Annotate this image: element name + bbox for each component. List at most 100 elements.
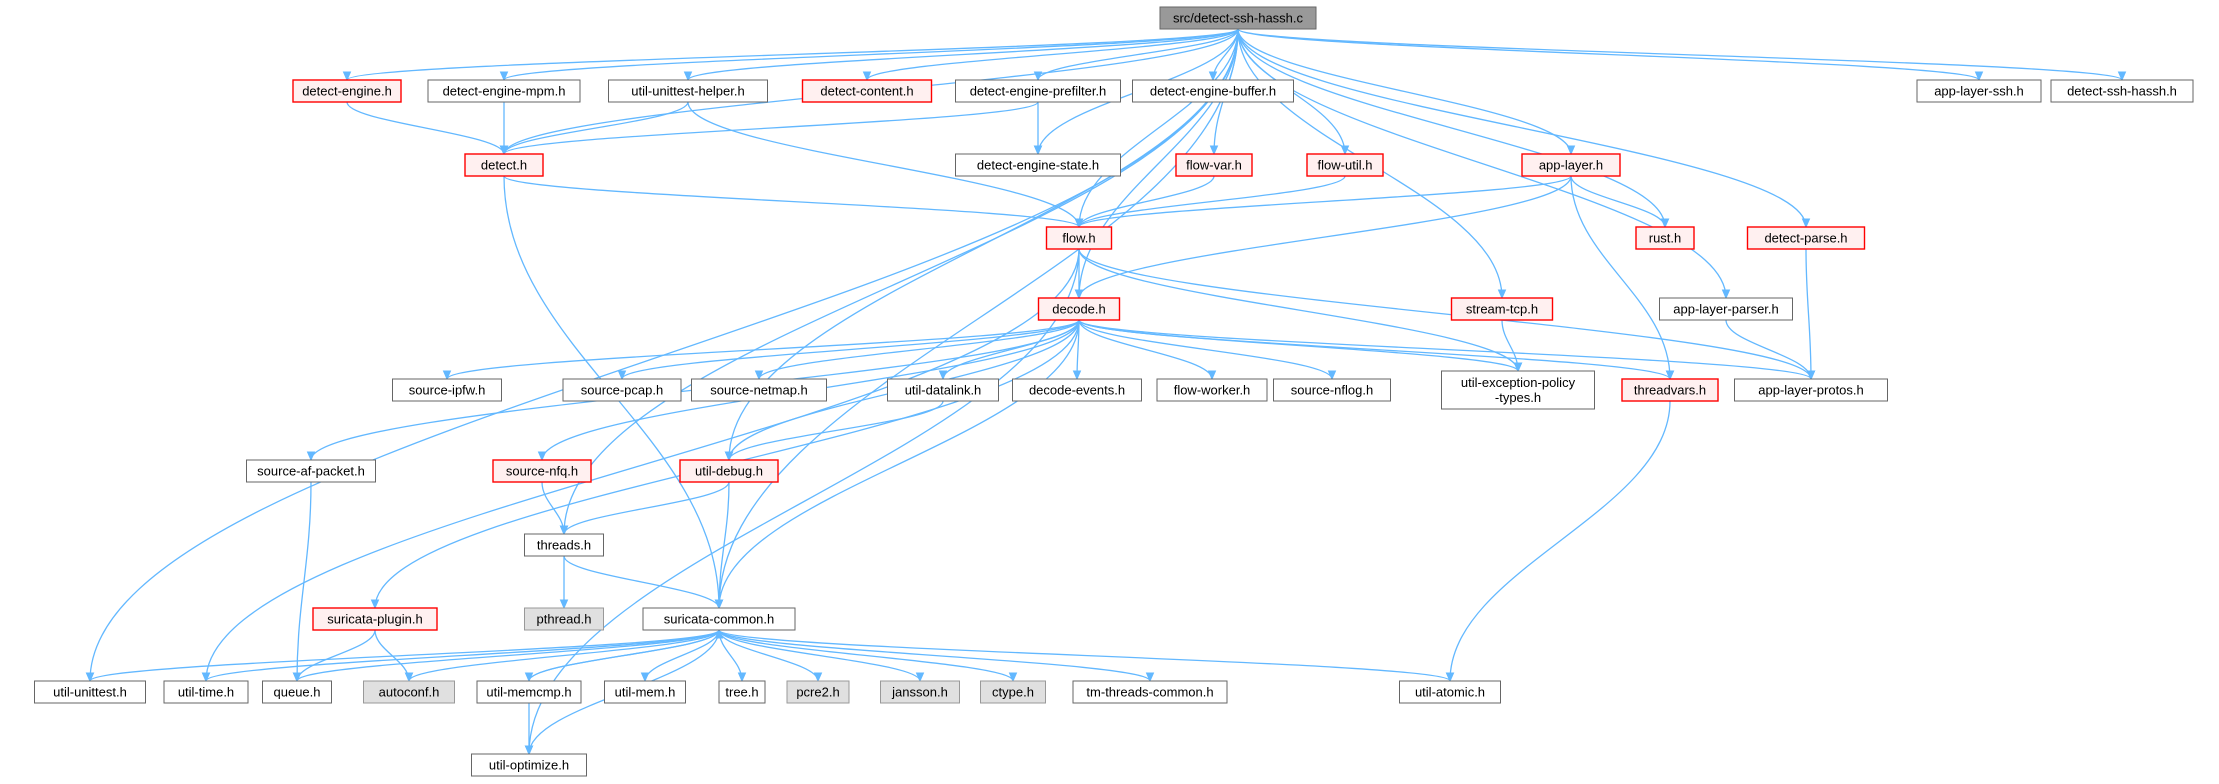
node-pthread[interactable]: pthread.h <box>524 607 604 631</box>
edge-threads-to-pthread <box>559 555 569 610</box>
node-detect-engine-prefilter[interactable]: detect-engine-prefilter.h <box>955 79 1121 103</box>
node-util-mem[interactable]: util-mem.h <box>604 680 686 704</box>
node-label: rust.h <box>1649 231 1682 246</box>
node-source-netmap[interactable]: source-netmap.h <box>691 378 827 402</box>
node-tree[interactable]: tree.h <box>718 680 766 704</box>
node-flow-worker[interactable]: flow-worker.h <box>1156 378 1268 402</box>
node-label: src/detect-ssh-hassh.c <box>1173 11 1304 26</box>
node-label: stream-tcp.h <box>1466 302 1538 317</box>
node-label: tm-threads-common.h <box>1086 685 1213 700</box>
node-tm-threads-common[interactable]: tm-threads-common.h <box>1072 680 1228 704</box>
node-label: source-nflog.h <box>1291 383 1373 398</box>
node-util-unittest-helper[interactable]: util-unittest-helper.h <box>608 79 768 103</box>
node-util-time[interactable]: util-time.h <box>163 680 249 704</box>
node-app-layer-ssh[interactable]: app-layer-ssh.h <box>1916 79 2042 103</box>
node-rust[interactable]: rust.h <box>1635 226 1695 250</box>
node-label: ctype.h <box>992 685 1034 700</box>
node-label: flow-worker.h <box>1174 383 1251 398</box>
edge-app_layer-to-flow <box>1074 175 1572 229</box>
node-app-layer-parser[interactable]: app-layer-parser.h <box>1659 297 1793 321</box>
edge-decode-to-source_nflog <box>1078 319 1337 381</box>
edge-util_debug-to-threads <box>559 481 730 536</box>
edge-root-to-app_layer_parser <box>1237 28 1731 300</box>
node-threads[interactable]: threads.h <box>524 533 604 557</box>
node-label: app-layer.h <box>1539 158 1603 173</box>
node-util-exception-policy-types[interactable]: util-exception-policy-types.h <box>1441 370 1595 410</box>
node-queue[interactable]: queue.h <box>262 680 332 704</box>
node-detect-engine[interactable]: detect-engine.h <box>292 79 402 103</box>
node-label: detect-engine-prefilter.h <box>970 84 1107 99</box>
node-decode-events[interactable]: decode-events.h <box>1012 378 1142 402</box>
node-detect[interactable]: detect.h <box>464 153 544 177</box>
node-decode[interactable]: decode.h <box>1037 297 1121 321</box>
node-label: pthread.h <box>537 612 592 627</box>
node-label: detect.h <box>481 158 527 173</box>
node-label: pcre2.h <box>796 685 839 700</box>
node-pcre2[interactable]: pcre2.h <box>786 680 850 704</box>
edge-app_layer-to-decode <box>1074 175 1572 300</box>
node-jansson[interactable]: jansson.h <box>880 680 960 704</box>
node-label: suricata-common.h <box>664 612 775 627</box>
edge-suricata_common-to-util_atomic <box>718 629 1455 683</box>
node-detect-engine-mpm[interactable]: detect-engine-mpm.h <box>427 79 581 103</box>
node-label: detect-ssh-hassh.h <box>2067 84 2177 99</box>
edge-util_memcmp-to-util_optimize <box>524 703 534 756</box>
node-flow-util[interactable]: flow-util.h <box>1306 153 1384 177</box>
node-label: util-memcmp.h <box>486 685 571 700</box>
edge-app_layer_parser-to-app_layer_protos <box>1725 319 1816 381</box>
edges-layer <box>85 28 2127 756</box>
node-source-nflog[interactable]: source-nflog.h <box>1273 378 1391 402</box>
node-app-layer-protos[interactable]: app-layer-protos.h <box>1734 378 1888 402</box>
node-threadvars[interactable]: threadvars.h <box>1621 378 1719 402</box>
node-flow[interactable]: flow.h <box>1045 226 1113 250</box>
edge-root-to-threads <box>559 28 1239 536</box>
node-label: detect-engine-mpm.h <box>443 84 566 99</box>
node-label: decode-events.h <box>1029 383 1125 398</box>
node-ctype[interactable]: ctype.h <box>980 680 1046 704</box>
node-util-optimize[interactable]: util-optimize.h <box>471 753 587 777</box>
node-app-layer[interactable]: app-layer.h <box>1521 153 1621 177</box>
node-util-atomic[interactable]: util-atomic.h <box>1399 680 1501 704</box>
node-detect-ssh-hassh[interactable]: detect-ssh-hassh.h <box>2050 79 2194 103</box>
edge-root-to-detect_engine <box>342 28 1239 82</box>
node-util-memcmp[interactable]: util-memcmp.h <box>476 680 582 704</box>
node-source-pcap[interactable]: source-pcap.h <box>562 378 682 402</box>
edge-decode-to-flow_worker <box>1078 319 1217 381</box>
node-flow-var[interactable]: flow-var.h <box>1175 153 1253 177</box>
node-util-unittest[interactable]: util-unittest.h <box>34 680 146 704</box>
node-label: queue.h <box>274 685 321 700</box>
node-label: source-af-packet.h <box>257 464 365 479</box>
node-label: util-optimize.h <box>489 758 569 773</box>
node-source-ipfw[interactable]: source-ipfw.h <box>392 378 502 402</box>
node-label: detect-engine.h <box>302 84 392 99</box>
node-label: detect-parse.h <box>1764 231 1847 246</box>
node-util-debug[interactable]: util-debug.h <box>679 459 779 483</box>
edge-root-to-util_unittest_helper <box>683 28 1239 82</box>
node-suricata-common[interactable]: suricata-common.h <box>642 607 796 631</box>
node-label: detect-engine-state.h <box>977 158 1099 173</box>
node-source-af-packet[interactable]: source-af-packet.h <box>246 459 376 483</box>
node-source-nfq[interactable]: source-nfq.h <box>492 459 592 483</box>
edge-app_layer-to-threadvars <box>1570 175 1675 381</box>
node-detect-content[interactable]: detect-content.h <box>801 79 933 103</box>
node-label: threadvars.h <box>1634 383 1706 398</box>
node-stream-tcp[interactable]: stream-tcp.h <box>1450 297 1554 321</box>
node-root[interactable]: src/detect-ssh-hassh.c <box>1159 6 1317 30</box>
node-detect-engine-state[interactable]: detect-engine-state.h <box>955 153 1121 177</box>
node-label: detect-engine-buffer.h <box>1150 84 1276 99</box>
edge-root-to-app_layer_ssh <box>1237 28 1984 82</box>
node-label: jansson.h <box>891 685 948 700</box>
node-label: flow-util.h <box>1318 158 1373 173</box>
edge-flow_util-to-flow <box>1074 175 1346 229</box>
edge-decode-to-app_layer_protos <box>1078 319 1816 381</box>
node-detect-parse[interactable]: detect-parse.h <box>1746 226 1866 250</box>
edge-root-to-suricata_common <box>714 28 1239 610</box>
node-label: util-exception-policy-types.h <box>1461 375 1576 405</box>
node-suricata-plugin[interactable]: suricata-plugin.h <box>312 607 438 631</box>
node-autoconf[interactable]: autoconf.h <box>363 680 455 704</box>
node-util-datalink[interactable]: util-datalink.h <box>887 378 999 402</box>
edge-detect-to-flow <box>503 175 1084 229</box>
node-label: util-time.h <box>178 685 234 700</box>
node-label: suricata-plugin.h <box>327 612 422 627</box>
node-detect-engine-buffer[interactable]: detect-engine-buffer.h <box>1132 79 1294 103</box>
